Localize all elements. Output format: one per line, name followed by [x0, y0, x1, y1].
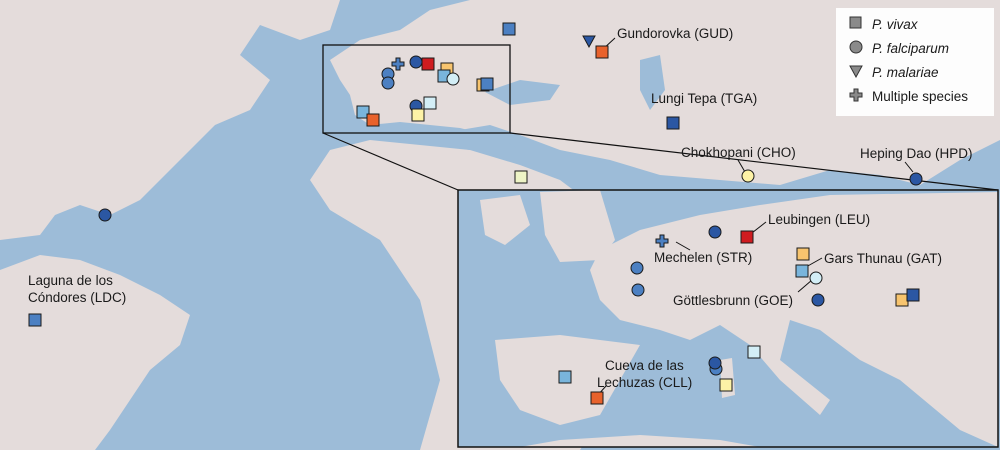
- vivax-square-marker: [795, 264, 809, 278]
- legend-item-multiple: Multiple species: [848, 88, 968, 105]
- vivax-square-marker: [895, 293, 909, 307]
- falciparum-circle-marker: [409, 55, 423, 69]
- mediterranean-sea: [340, 122, 520, 150]
- site-markers: [28, 22, 923, 405]
- falciparum-circle-marker: [708, 225, 722, 239]
- label-gud: Gundorovka (GUD): [617, 26, 733, 41]
- falciparum-circle-marker: [98, 208, 112, 222]
- vivax-square-marker: [719, 378, 733, 392]
- falciparum-circle-marker: [708, 356, 722, 370]
- label-cll-2: Lechuzas (CLL): [597, 375, 692, 390]
- black-sea: [485, 80, 560, 105]
- vivax-square-marker: [356, 105, 370, 119]
- vivax-square-marker: [590, 391, 604, 405]
- triangle-down-icon: [848, 64, 864, 81]
- falciparum-circle-marker: [741, 169, 755, 183]
- europe-inset: [457, 189, 999, 448]
- label-cll-1: Cueva de las: [605, 358, 684, 373]
- square-icon: [848, 16, 864, 33]
- legend-item-malariae: P. malariae: [848, 64, 939, 81]
- label-goe: Göttlesbrunn (GOE): [673, 293, 793, 308]
- falciparum-circle-marker: [811, 293, 825, 307]
- falciparum-circle-marker: [809, 271, 823, 285]
- vivax-square-marker: [740, 230, 754, 244]
- vivax-square-marker: [480, 77, 494, 91]
- vivax-square-marker: [796, 247, 810, 261]
- vivax-square-marker: [28, 313, 42, 327]
- plus-icon: [848, 88, 864, 105]
- vivax-square-marker: [423, 96, 437, 110]
- vivax-square-marker: [502, 22, 516, 36]
- falciparum-circle-marker: [909, 172, 923, 186]
- falciparum-circle-marker: [446, 72, 460, 86]
- legend-item-falciparum: P. falciparum: [848, 40, 949, 57]
- circle-icon: [848, 40, 864, 57]
- vivax-square-marker: [514, 170, 528, 184]
- label-ldc-2: Cóndores (LDC): [28, 290, 126, 305]
- vivax-square-marker: [906, 288, 920, 302]
- legend-label: P. vivax: [872, 17, 918, 32]
- vivax-square-marker: [595, 45, 609, 59]
- vivax-square-marker: [411, 108, 425, 122]
- multiple-species-plus-marker: [655, 234, 669, 248]
- vivax-square-marker: [747, 345, 761, 359]
- zoom-region-box: [322, 44, 511, 134]
- legend: P. vivax P. falciparum P. malariae Multi…: [836, 8, 994, 116]
- label-ldc-1: Laguna de los: [28, 273, 113, 288]
- label-hpd: Heping Dao (HPD): [860, 146, 973, 161]
- multiple-species-plus-marker: [391, 57, 405, 71]
- falciparum-circle-marker: [381, 76, 395, 90]
- label-tga: Lungi Tepa (TGA): [651, 91, 757, 106]
- legend-item-vivax: P. vivax: [848, 16, 918, 33]
- falciparum-circle-marker: [630, 261, 644, 275]
- vivax-square-marker: [366, 113, 380, 127]
- legend-label: P. falciparum: [872, 41, 950, 56]
- caspian-sea: [640, 55, 665, 110]
- label-cho: Chokhopani (CHO): [681, 145, 796, 160]
- malariae-triangle-marker: [582, 35, 596, 49]
- falciparum-circle-marker: [631, 283, 645, 297]
- legend-label: Multiple species: [872, 89, 969, 104]
- vivax-square-marker: [666, 116, 680, 130]
- label-leu: Leubingen (LEU): [768, 212, 870, 227]
- legend-label: P. malariae: [872, 65, 939, 80]
- vivax-square-marker: [421, 57, 435, 71]
- vivax-square-marker: [558, 370, 572, 384]
- connector-line-left: [322, 132, 459, 191]
- label-gat: Gars Thunau (GAT): [824, 251, 942, 266]
- label-str: Mechelen (STR): [654, 250, 752, 265]
